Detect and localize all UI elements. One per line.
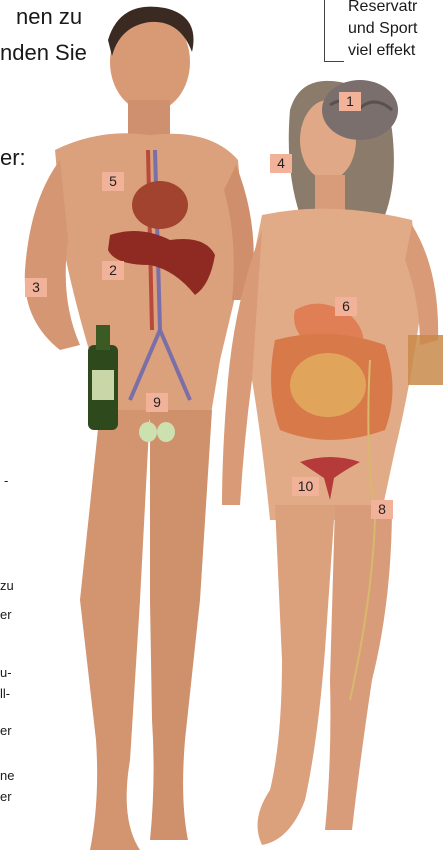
headline-line-3: er: xyxy=(0,145,26,171)
marker-2: 2 xyxy=(102,261,124,280)
marker-1: 1 xyxy=(339,92,361,111)
marker-10: 10 xyxy=(292,477,319,496)
left-text-5: er xyxy=(0,722,12,739)
left-text-6: ne xyxy=(0,767,14,784)
info-box-line-2: und Sport xyxy=(348,18,417,40)
male-figure xyxy=(25,7,254,850)
female-figure xyxy=(222,80,443,845)
left-text-2: er xyxy=(0,606,12,623)
info-box-line-1: Reservatr xyxy=(348,0,417,18)
left-text-dash: - xyxy=(4,472,8,489)
left-text-3: u- xyxy=(0,664,12,681)
marker-3: 3 xyxy=(25,278,47,297)
left-text-7: er xyxy=(0,788,12,805)
headline-line-1: nen zu xyxy=(16,4,82,30)
headline-line-2: nden Sie xyxy=(0,40,87,66)
marker-6: 6 xyxy=(335,297,357,316)
info-box-border-horizontal xyxy=(324,61,344,62)
marker-9: 9 xyxy=(146,393,168,412)
marker-8: 8 xyxy=(371,500,393,519)
info-box-border-vertical xyxy=(324,0,325,62)
left-text-1: zu xyxy=(0,577,14,594)
left-text-4: ll- xyxy=(0,685,10,702)
info-box-line-3: viel effekt xyxy=(348,40,415,62)
marker-4: 4 xyxy=(270,154,292,173)
marker-5: 5 xyxy=(102,172,124,191)
